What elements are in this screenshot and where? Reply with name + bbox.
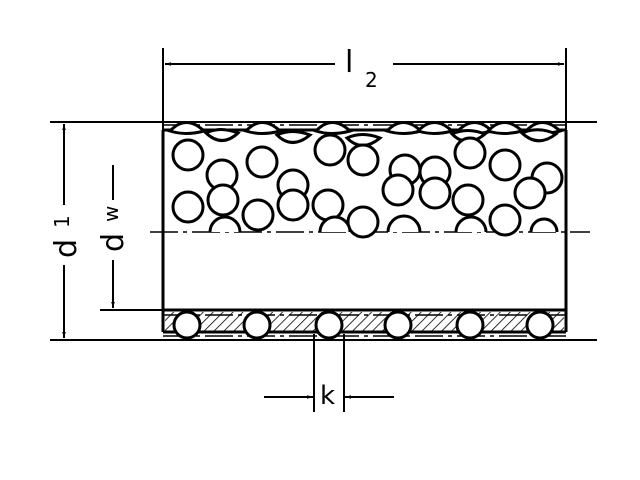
top-edge-balls [167,121,563,147]
l2-extension-lines [162,48,567,130]
dw-label-main: d [96,232,131,252]
d1-label-sub: 1 [50,215,74,228]
dw-label-sub: w [99,205,123,222]
cage-section-hatch [165,312,564,331]
centerline-balls [208,214,559,233]
interior-balls [171,133,564,239]
bottom-balls [172,310,555,340]
k-extension-lines [313,334,345,412]
l2-label-main: l [345,45,354,80]
l2-label-sub: 2 [365,68,378,92]
k-label: k [320,381,336,411]
d1-label-main: d [49,238,84,258]
